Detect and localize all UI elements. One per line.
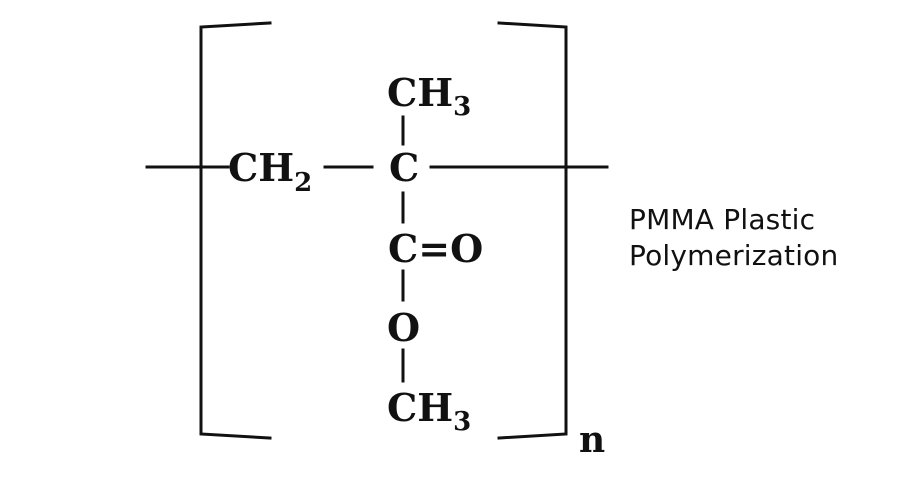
caption-line-2: Polymerization xyxy=(629,239,839,272)
right-bracket xyxy=(497,21,568,440)
bottom-methyl-subscript: 3 xyxy=(453,407,471,437)
chain-methylene-group: CH2 xyxy=(228,145,312,198)
repeat-unit-label: n xyxy=(579,419,605,461)
central-carbon: C xyxy=(389,145,419,190)
top-methyl-group: CH3 xyxy=(387,70,471,122)
caption-line-1: PMMA Plastic xyxy=(629,203,816,236)
left-bracket xyxy=(199,21,272,440)
bottom-methyl-main: CH xyxy=(387,385,453,430)
chain-methylene-main: CH xyxy=(228,145,294,190)
bottom-methyl-group: CH3 xyxy=(387,385,471,437)
ester-oxygen: O xyxy=(387,305,420,350)
top-methyl-subscript: 3 xyxy=(453,92,471,122)
chain-methylene-subscript: 2 xyxy=(294,168,312,198)
diagram-caption: PMMA Plastic Polymerization xyxy=(629,202,838,274)
top-methyl-main: CH xyxy=(387,70,453,115)
carbonyl-group: C=O xyxy=(388,226,483,271)
